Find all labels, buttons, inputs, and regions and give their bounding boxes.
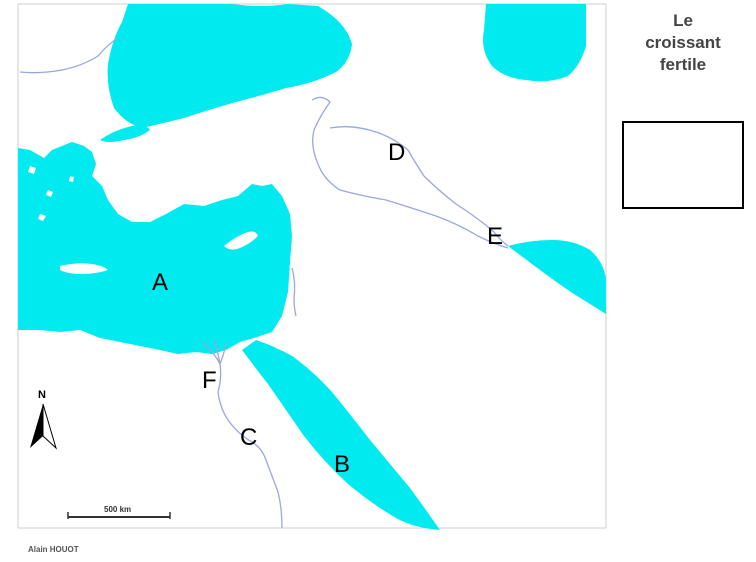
euphrates-river: [311, 96, 509, 249]
rivers: [19, 37, 509, 529]
north-arrow-icon: N: [30, 389, 57, 450]
scale-bar-label: 500 km: [104, 505, 131, 514]
map-title: Le croissant fertile: [622, 10, 744, 76]
title-line-1: Le: [673, 11, 693, 30]
jordan-river: [291, 267, 297, 317]
label-b: B: [334, 451, 350, 478]
author-credit: Alain HOUOT: [28, 545, 79, 554]
label-d: D: [388, 139, 405, 166]
label-e: E: [487, 223, 503, 250]
title-line-3: fertile: [659, 55, 707, 74]
aegean-coast-river: [19, 37, 119, 74]
red-sea: [242, 340, 440, 530]
label-a: A: [152, 269, 168, 296]
title-line-2: croissant: [645, 33, 721, 52]
gulf-of-aqaba: [291, 356, 302, 392]
black-sea: [107, 4, 352, 128]
aegean-islands: [28, 166, 74, 221]
label-f: F: [202, 367, 217, 394]
nile-delta-branch: [213, 339, 227, 365]
answer-box[interactable]: [622, 121, 744, 209]
label-c: C: [240, 424, 257, 451]
caspian-sea: [483, 4, 586, 82]
crete-island: [60, 263, 108, 274]
marmara-sea: [100, 125, 150, 142]
nile-river: [201, 341, 283, 529]
north-arrow-letter: N: [38, 389, 46, 401]
persian-gulf: [508, 240, 606, 314]
scale-bar: 500 km: [67, 505, 171, 519]
tigris-river: [329, 126, 509, 247]
mediterranean-sea: [18, 142, 292, 354]
cyprus-island: [224, 231, 258, 250]
